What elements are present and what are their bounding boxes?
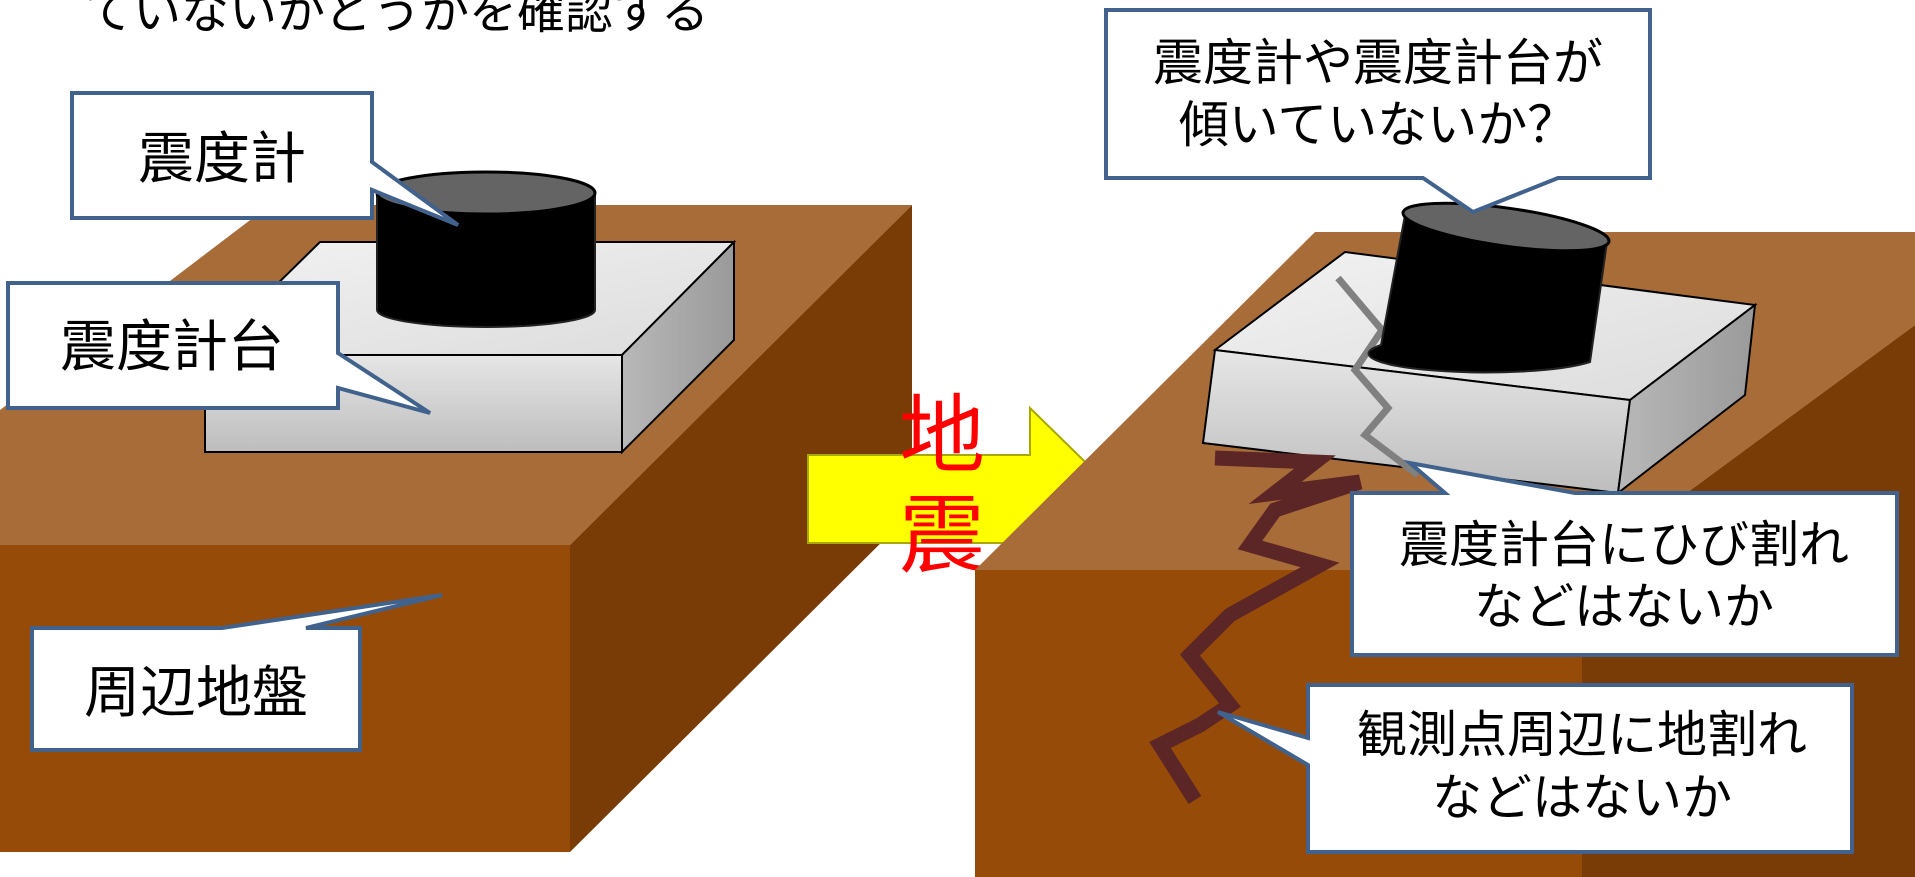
callout-seismometer: 震度計 <box>70 91 460 227</box>
callout-tilt-check: 震度計や震度計台が 傾いていないか？ <box>1104 8 1652 215</box>
ground-side-face <box>570 205 912 852</box>
before-scene: 震度計 震度計台 周辺地盤 <box>0 91 912 852</box>
callout-seismometer-stand: 震度計台 <box>6 281 432 415</box>
tilted-seismometer-top <box>1401 201 1611 253</box>
earthquake-label-2: 震 <box>899 486 985 586</box>
label-surrounding-ground: 周辺地盤 <box>84 661 308 726</box>
stand-crack <box>1335 275 1421 478</box>
stand-crack-line2: などはないか <box>1474 578 1774 636</box>
callout-surrounding-ground: 周辺地盤 <box>30 593 443 752</box>
ground-crack-line2: などはないか <box>1432 769 1732 827</box>
tilt-check-line1: 震度計や震度計台が <box>1153 34 1603 92</box>
partial-title: ていないかどうかを確認する <box>85 0 709 40</box>
callout-stand-crack-check: 震度計台にひび割れ などはないか <box>1350 459 1899 657</box>
ground-crack-line1: 観測点周辺に地割れ <box>1357 706 1807 764</box>
tilt-check-line2: 傾いていないか？ <box>1179 96 1578 154</box>
stand-side-face <box>621 239 735 455</box>
tilted-seismometer <box>1367 201 1611 374</box>
earthquake-label-1: 地 <box>899 386 985 486</box>
seismometer <box>375 170 597 328</box>
seismometer-body <box>376 192 596 328</box>
stand-crack-line1: 震度計台にひび割れ <box>1399 516 1849 574</box>
after-scene: 震度計や震度計台が 傾いていないか？ 震度計台にひび割れ などはないか 観測点周… <box>975 8 1915 877</box>
tilted-seismometer-body <box>1367 213 1609 374</box>
callout-ground-crack-check: 観測点周辺に地割れ などはないか <box>1216 683 1854 854</box>
ground-crack <box>1149 450 1363 805</box>
tilted-stand-side-face <box>1616 302 1757 496</box>
label-seismometer: 震度計 <box>138 127 306 192</box>
label-seismometer-stand: 震度計台 <box>60 315 284 380</box>
